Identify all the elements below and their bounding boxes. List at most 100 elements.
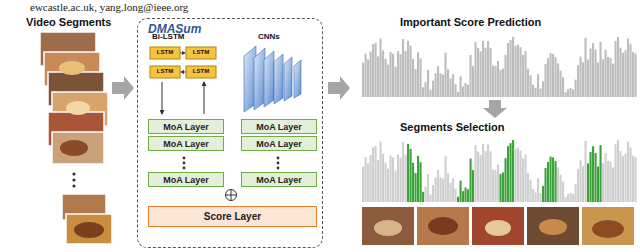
score-bar (422, 87, 424, 97)
moa-layer-box: MoA Layer (241, 172, 317, 187)
score-bar (582, 62, 584, 97)
score-bar (405, 155, 407, 202)
score-bar (617, 140, 619, 202)
selected-bar (587, 163, 589, 202)
score-bar (380, 38, 382, 97)
selected-bar (465, 188, 467, 202)
score-bar (492, 66, 494, 97)
score-bar (370, 52, 372, 97)
score-bar (580, 57, 582, 97)
layer-label: MoA Layer (256, 122, 302, 132)
score-bar (470, 55, 472, 97)
score-bar (507, 43, 509, 97)
selected-bar (512, 140, 514, 202)
panel-heading: Video Segments (26, 16, 111, 28)
score-bar (560, 175, 562, 202)
score-bar (495, 66, 497, 97)
cnn-slab (284, 57, 292, 101)
selected-bar (472, 170, 474, 202)
lstm-cell (150, 47, 180, 59)
score-bar (427, 174, 429, 202)
cnn-slab (254, 48, 265, 110)
score-bar (375, 43, 377, 97)
score-bar (395, 67, 397, 97)
score-bar (497, 165, 499, 202)
selection-chart (362, 140, 637, 202)
score-bar (512, 37, 514, 97)
selected-bar (457, 197, 459, 202)
score-bar (427, 70, 429, 97)
score-bar (460, 76, 462, 97)
score-bar (497, 61, 499, 97)
selected-bar (510, 143, 512, 202)
selected-bar (592, 146, 594, 202)
score-bar (537, 74, 539, 97)
score-bar (580, 160, 582, 202)
score-bar (547, 58, 549, 97)
ellipsis-dot (72, 184, 75, 187)
score-bar (597, 63, 599, 97)
score-bar (570, 193, 572, 202)
selected-bar (595, 153, 597, 202)
score-bar (370, 155, 372, 202)
selected-bar (500, 174, 502, 202)
score-bar (440, 178, 442, 202)
score-bar (415, 69, 417, 97)
score-bar (375, 146, 377, 202)
header-text: ewcastle.ac.uk, yang.long@ieee.org (30, 1, 188, 13)
score-bar (525, 155, 527, 202)
score-bar (447, 173, 449, 202)
selected-bar (547, 162, 549, 202)
score-bar (417, 52, 419, 97)
score-bar (362, 63, 364, 97)
score-bar (367, 59, 369, 97)
score-bar (545, 64, 547, 97)
score-bar (587, 60, 589, 97)
score-bar (535, 88, 537, 97)
food-detail (60, 140, 88, 156)
score-bar (442, 179, 444, 202)
score-bar (612, 64, 614, 97)
ellipsis-dot (183, 167, 186, 170)
score-bar (582, 166, 584, 202)
thumbnail (472, 207, 524, 245)
score-bar (567, 194, 569, 202)
flow-arrow (112, 76, 134, 100)
score-bar (490, 48, 492, 97)
score-bar (467, 85, 469, 97)
score-bar (505, 55, 507, 97)
score-bar (430, 194, 432, 202)
score-bar (412, 59, 414, 97)
score-bar (617, 37, 619, 97)
score-bar (480, 155, 482, 202)
flow-arrow (328, 76, 350, 100)
selected-bar (422, 192, 424, 202)
score-bar (550, 53, 552, 97)
score-bar (437, 170, 439, 202)
layer-label: MoA Layer (163, 122, 209, 132)
food-detail (74, 222, 104, 238)
selected-bar (467, 189, 469, 202)
cell-label: LSTM (150, 68, 180, 75)
score-bar (387, 65, 389, 97)
video-frame (66, 214, 112, 244)
score-bar (530, 180, 532, 202)
score-bar (385, 59, 387, 97)
score-bar (447, 69, 449, 97)
food-detail (374, 220, 402, 236)
score-bar (425, 82, 427, 97)
score-bar (607, 57, 609, 97)
ellipsis-dot (183, 162, 186, 165)
selected-bar (505, 158, 507, 202)
score-bar (522, 55, 524, 97)
layer-label: MoA Layer (163, 139, 209, 149)
score-bar (385, 163, 387, 202)
score-bar (402, 39, 404, 97)
score-bar (560, 71, 562, 97)
score-bar (625, 50, 627, 97)
score-chart (362, 37, 637, 97)
score-bar (495, 170, 497, 202)
score-bar (620, 48, 622, 97)
score-bar (585, 141, 587, 202)
score-bar (577, 169, 579, 202)
